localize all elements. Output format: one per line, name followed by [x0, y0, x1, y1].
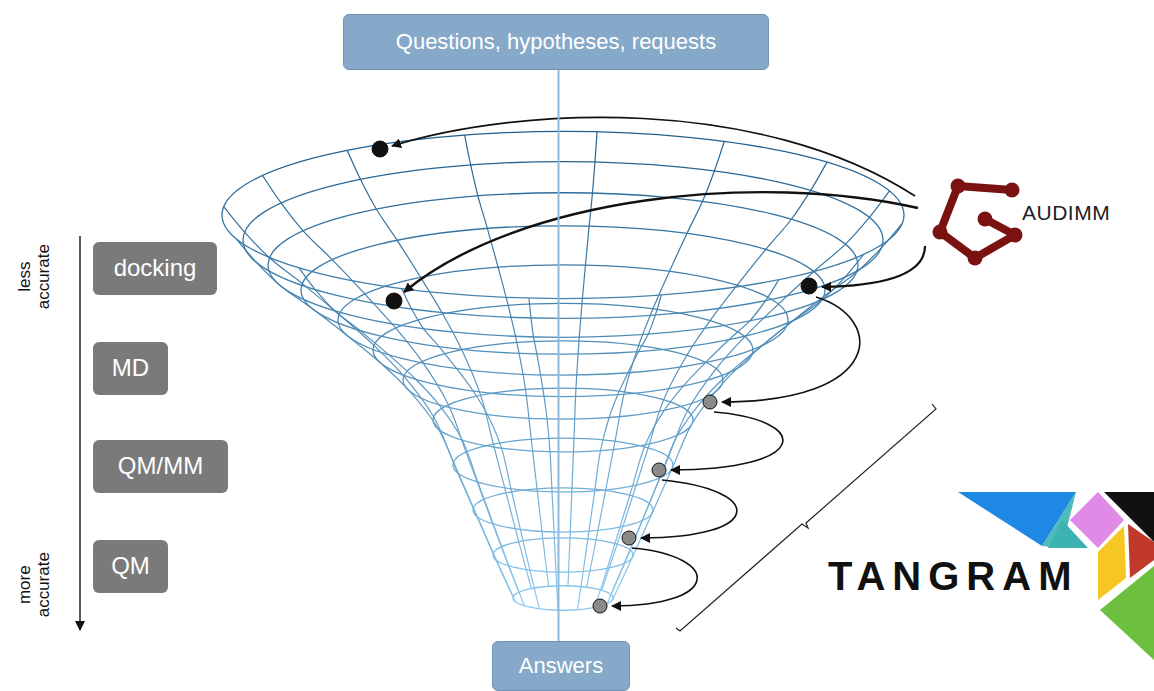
- gaudimm-logo: [933, 179, 1023, 266]
- funnel-ring: [473, 488, 653, 532]
- box-label: QM: [111, 552, 150, 580]
- method-box: docking: [93, 242, 217, 295]
- funnel-ring: [403, 341, 723, 419]
- funnel-ring: [222, 131, 904, 298]
- logo-text: AUDIMM: [1022, 201, 1110, 225]
- method-box: QM: [93, 540, 168, 593]
- funnel-meridian: [237, 239, 516, 601]
- funnel-meridian: [402, 289, 540, 609]
- curved-arrow: [722, 297, 860, 402]
- dot: [801, 278, 817, 294]
- curved-arrow: [641, 480, 737, 538]
- dot: [593, 599, 607, 613]
- axis-label: less accurate: [16, 237, 53, 317]
- dot: [652, 463, 666, 477]
- curved-arrow: [822, 246, 925, 287]
- dot: [372, 141, 388, 157]
- output-box: Answers: [492, 641, 630, 691]
- box-label: MD: [112, 354, 149, 382]
- funnel-meridian: [568, 132, 597, 586]
- funnel-meridian: [224, 207, 514, 597]
- dot: [703, 395, 717, 409]
- funnel-ring: [433, 388, 693, 452]
- axis-label: more accurate: [16, 545, 53, 625]
- input-box: Questions, hypotheses, requests: [343, 14, 769, 70]
- box-label: Answers: [519, 653, 603, 679]
- funnel-ring: [453, 438, 673, 492]
- funnel-meridian: [602, 162, 827, 590]
- curved-arrow: [392, 117, 915, 196]
- funnel-meridian: [299, 268, 524, 606]
- funnel-meridian: [577, 295, 661, 610]
- funnel-ring: [373, 303, 753, 396]
- funnel-meridian: [607, 255, 863, 604]
- box-label: QM/MM: [118, 452, 203, 480]
- curved-arrow: [404, 192, 918, 292]
- dot: [622, 531, 636, 545]
- funnel-ring: [338, 265, 788, 375]
- funnel-ring: [243, 162, 883, 319]
- method-box: QM/MM: [93, 440, 228, 493]
- sample-dots: [372, 141, 817, 613]
- funnel-meridian: [347, 150, 531, 588]
- method-box: MD: [93, 342, 168, 395]
- refinement-arrows: [392, 117, 925, 606]
- accuracy-arrow: [79, 236, 81, 630]
- funnel-meridian: [595, 280, 779, 608]
- funnel-meridian: [613, 223, 903, 599]
- logo-text: TANGRAM: [828, 554, 1078, 599]
- funnel-meridian: [263, 175, 519, 592]
- funnel-meridian: [611, 191, 890, 595]
- funnel-meridian: [587, 141, 725, 587]
- funnel-meridian: [465, 135, 549, 586]
- connector-line: [558, 70, 560, 641]
- funnel-mesh: [222, 131, 904, 610]
- curved-arrow: [671, 412, 783, 470]
- box-label: docking: [114, 254, 197, 282]
- dot: [386, 293, 402, 309]
- curved-arrow: [612, 548, 697, 606]
- box-label: Questions, hypotheses, requests: [396, 29, 716, 55]
